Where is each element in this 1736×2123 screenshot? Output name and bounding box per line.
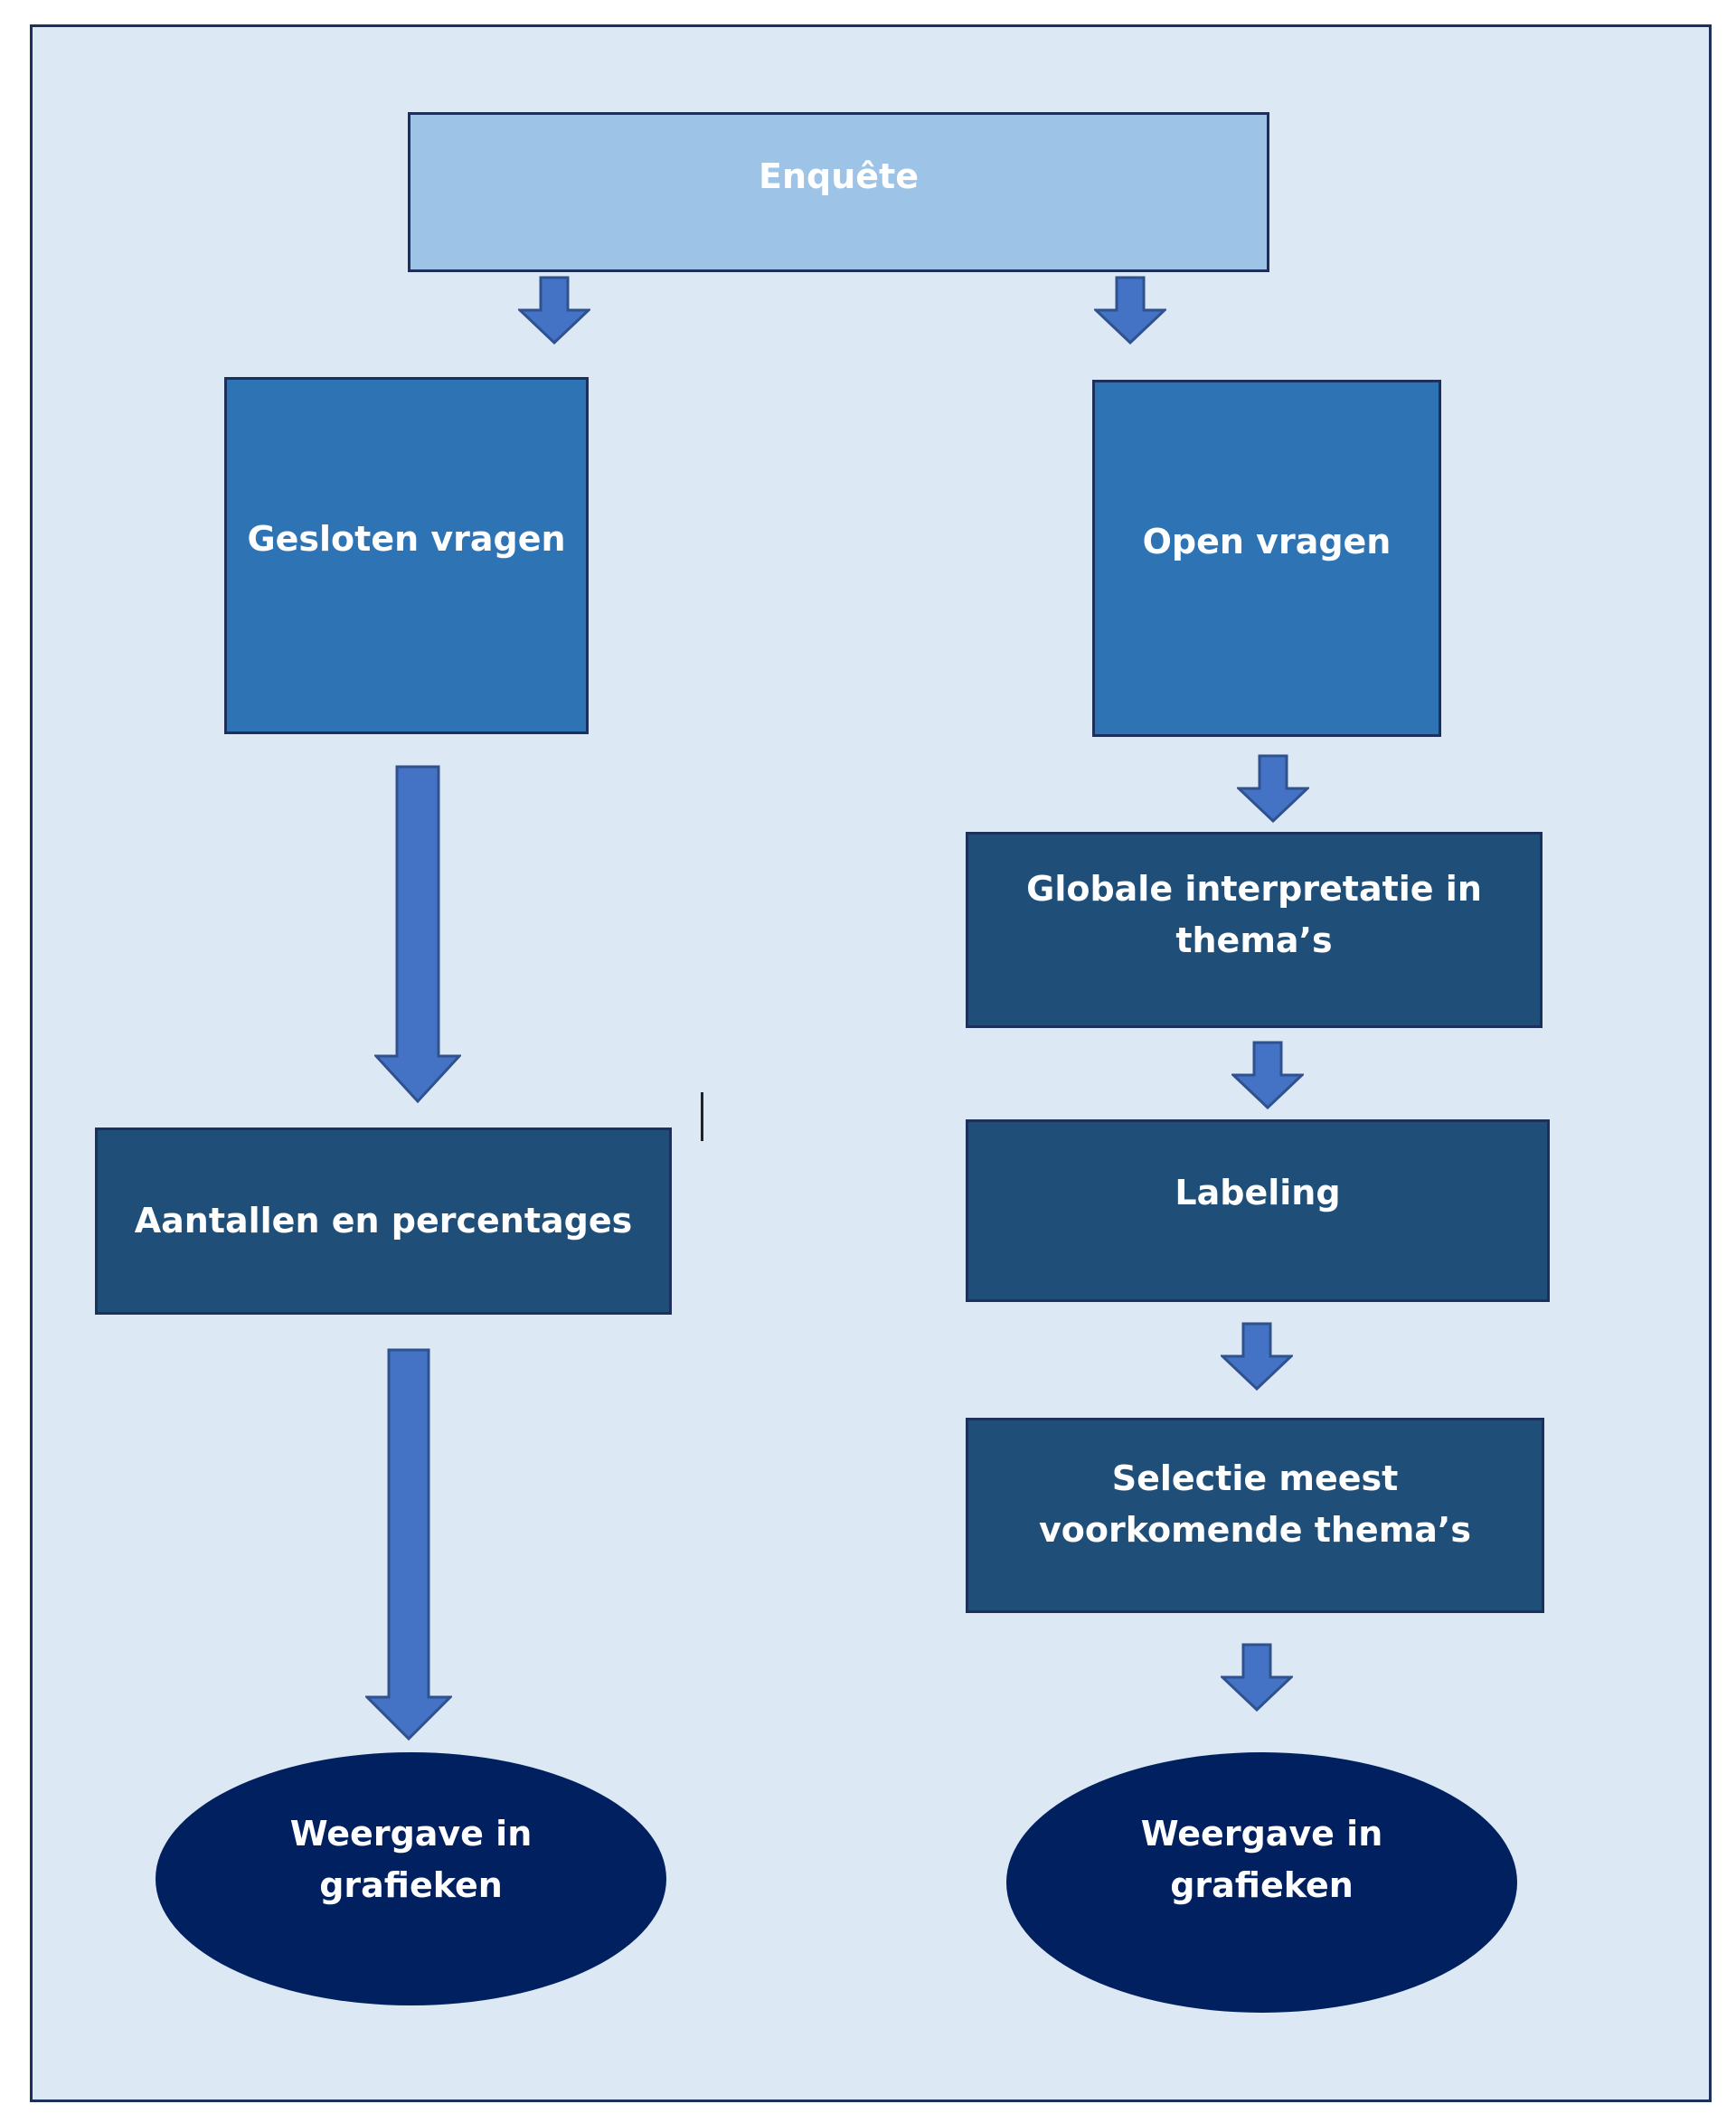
labeling-box: Labeling bbox=[966, 1119, 1550, 1302]
arrow-labeling-to-selectie bbox=[1221, 1322, 1293, 1391]
diagram-canvas bbox=[30, 24, 1712, 2102]
arrow-enquete-to-open bbox=[1094, 276, 1166, 344]
labeling-label: Labeling bbox=[1175, 1173, 1341, 1212]
globale-interpretatie-box: Globale interpretatie in thema’s bbox=[966, 832, 1543, 1028]
selectie-thema-box: Selectie meest voorkomende thema’s bbox=[966, 1418, 1544, 1613]
aantallen-percentages-label: Aantallen en percentages bbox=[134, 1201, 633, 1241]
arrow-aantallen-to-weergave bbox=[365, 1348, 452, 1741]
weergave-grafieken-left-ellipse: Weergave in grafieken bbox=[156, 1752, 666, 2005]
weergave-grafieken-right-label: Weergave in grafieken bbox=[1140, 1814, 1383, 1905]
open-vragen-box: Open vragen bbox=[1092, 380, 1441, 737]
weergave-grafieken-left-label: Weergave in grafieken bbox=[289, 1814, 533, 1905]
arrow-globale-to-labeling bbox=[1231, 1041, 1304, 1109]
open-vragen-label: Open vragen bbox=[1142, 522, 1392, 561]
gesloten-vragen-label: Gesloten vragen bbox=[247, 519, 566, 559]
gesloten-vragen-box: Gesloten vragen bbox=[224, 377, 589, 734]
arrow-open-to-globale bbox=[1237, 754, 1309, 823]
globale-interpretatie-label: Globale interpretatie in thema’s bbox=[1026, 869, 1482, 960]
text-cursor bbox=[701, 1092, 703, 1141]
weergave-grafieken-right-ellipse: Weergave in grafieken bbox=[1006, 1752, 1517, 2013]
arrow-gesloten-to-aantallen bbox=[374, 765, 461, 1103]
aantallen-percentages-box: Aantallen en percentages bbox=[95, 1128, 672, 1315]
arrow-selectie-to-weergave bbox=[1221, 1643, 1293, 1712]
enquete-box: Enquête bbox=[408, 112, 1269, 272]
arrow-enquete-to-gesloten bbox=[518, 276, 590, 344]
selectie-thema-label: Selectie meest voorkomende thema’s bbox=[1039, 1458, 1471, 1550]
enquete-label: Enquête bbox=[759, 156, 919, 196]
